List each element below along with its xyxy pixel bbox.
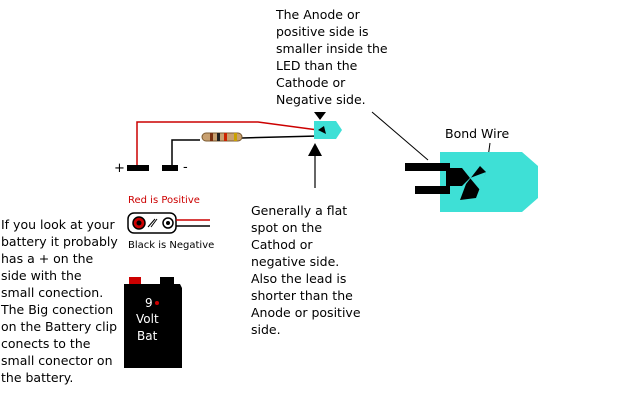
flat-spot-arrow — [308, 143, 322, 188]
black-wire — [171, 139, 200, 168]
battery-label-volt: Volt — [136, 312, 159, 326]
battery-9v — [124, 277, 182, 368]
small-led — [314, 121, 342, 139]
anode-note: The Anode or positive side is smaller in… — [276, 7, 388, 107]
resistor-lead — [241, 135, 319, 139]
battery-label-bat: Bat — [137, 329, 158, 343]
black-wire-label: Black is Negative — [128, 240, 215, 251]
anode-pointer-line — [371, 111, 429, 161]
snap-terminal-positive — [127, 165, 149, 171]
flat-spot-note: Generally a flat spot on the Cathod or n… — [251, 203, 361, 337]
battery-label-9: 9 — [145, 296, 153, 310]
red-wire-label: Red is Positive — [128, 195, 200, 206]
battery-note: If you look at your battery it probably … — [1, 217, 118, 385]
minus-sign: - — [183, 160, 188, 175]
resistor — [201, 132, 243, 142]
red-wire — [136, 121, 319, 168]
snap-terminal-negative — [162, 165, 178, 171]
large-led — [405, 152, 538, 212]
plus-sign: + — [114, 161, 125, 176]
anode-arrow — [314, 112, 326, 120]
battery-clip — [127, 212, 210, 234]
bond-wire-label: Bond Wire — [445, 126, 510, 141]
